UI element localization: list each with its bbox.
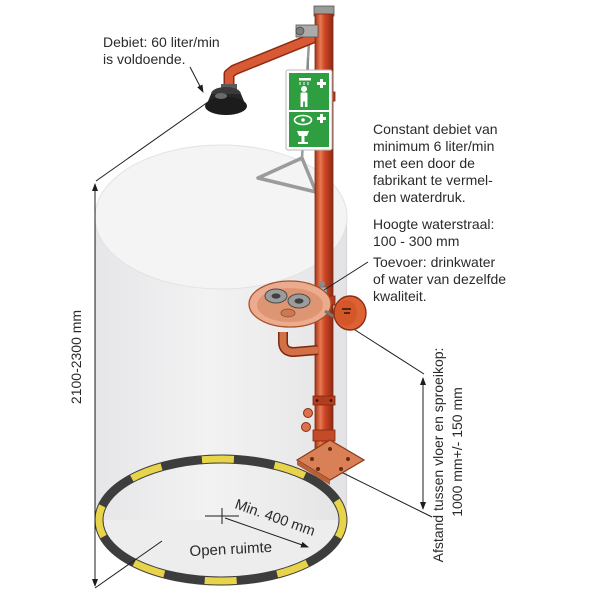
constant-flow-line5: den waterdruk.: [373, 189, 466, 205]
flow-note-line1: Debiet: 60 liter/min: [103, 34, 220, 50]
annotation-jet-height: Hoogte waterstraal: 100 - 300 mm: [373, 216, 494, 249]
jet-height-line1: Hoogte waterstraal:: [373, 216, 494, 232]
supply-line2: of water van dezelfde: [373, 271, 506, 287]
pole-coupling-lower: [312, 395, 336, 406]
valve-wheel: [295, 26, 305, 36]
flow-note-line2: is voldoende.: [103, 51, 186, 67]
nozzle-distance-label-line2: 1000 mm+/- 150 mm: [449, 387, 465, 517]
pedal-knob-lower: [301, 422, 311, 432]
safety-shower-unit: [205, 5, 367, 485]
constant-flow-line3: met een door de: [373, 155, 475, 171]
coupling-bolt: [315, 399, 319, 402]
shower-pictogram: [299, 78, 326, 107]
push-plate-marking: [344, 312, 350, 314]
pull-handle-triangle: [256, 156, 318, 194]
supply-leader: [323, 261, 369, 291]
nozzle-distance-label-line1: Afstand tussen vloer en sproeikop:: [430, 348, 446, 563]
radius-arrow: [224, 517, 309, 548]
extension-line-base: [332, 467, 433, 518]
shower-head-rim: [205, 97, 247, 115]
pole-base-collar: [312, 429, 336, 442]
plus-icon: [317, 114, 326, 123]
safety-sign: [285, 58, 333, 151]
spray-nozzle-left-slot: [271, 293, 281, 299]
supply-bolt: [319, 281, 325, 287]
shower-head-highlight: [215, 93, 227, 99]
ring-yellow-segments: [95, 455, 347, 585]
push-plate-marking: [342, 308, 351, 310]
cylinder-top-face: [94, 144, 348, 290]
base-plate: [295, 429, 366, 485]
floor-marking-ring: [94, 454, 348, 586]
height-dimension-label: 2100-2300 mm: [68, 310, 84, 404]
clearance-cylinder: [94, 144, 348, 586]
open-space-label: Open ruimte: [189, 539, 272, 560]
drain-pipe: [279, 332, 319, 356]
eyewash-assembly: [248, 280, 367, 358]
bowl-drain: [280, 308, 296, 318]
pedal-knob-upper: [303, 408, 313, 418]
supply-line1: Toevoer: drinkwater: [373, 254, 496, 270]
base-plate-edge: [297, 460, 330, 485]
plus-icon: [317, 79, 326, 88]
dimension-nozzle-height: Afstand tussen vloer en sproeikop: 1000 …: [332, 327, 465, 563]
extension-line-top: [95, 101, 209, 182]
coupling-bolt: [329, 399, 333, 402]
constant-flow-line1: Constant debiet van: [373, 121, 498, 137]
extension-line-nozzle: [351, 327, 425, 375]
extension-line-bottom: [94, 540, 163, 589]
constant-flow-line4: fabrikant te vermel-: [373, 172, 493, 188]
flow-note-leader: [189, 66, 204, 93]
supply-line3: kwaliteit.: [373, 288, 427, 304]
dimension-overall-height: 2100-2300 mm: [68, 101, 209, 589]
shower-head: [205, 84, 247, 115]
eyewash-pictogram: [293, 114, 326, 144]
shower-arm: [225, 32, 320, 88]
annotation-constant-flow: Constant debiet van minimum 6 liter/min …: [373, 121, 498, 205]
constant-flow-line2: minimum 6 liter/min: [373, 138, 494, 154]
jet-height-line2: 100 - 300 mm: [373, 233, 459, 249]
annotation-supply: Toevoer: drinkwater of water van dezelfd…: [323, 254, 506, 304]
annotation-flow-note: Debiet: 60 liter/min is voldoende.: [103, 34, 220, 93]
spray-nozzle-right-slot: [294, 298, 304, 304]
